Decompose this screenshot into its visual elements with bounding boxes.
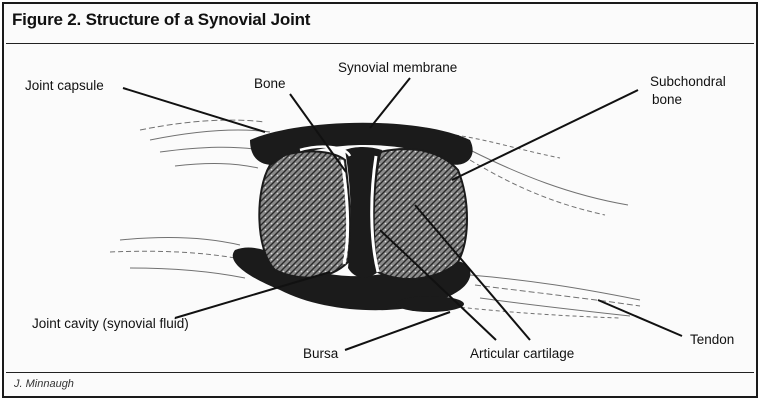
right-bone	[374, 149, 467, 279]
label-bone: Bone	[254, 76, 286, 92]
label-tendon: Tendon	[690, 332, 734, 348]
label-bursa: Bursa	[303, 346, 338, 362]
label-articular-cartilage: Articular cartilage	[470, 346, 574, 362]
bursa-shape	[396, 296, 464, 312]
label-subchondral-line2: bone	[652, 92, 682, 108]
label-synovial-membrane: Synovial membrane	[338, 60, 457, 76]
label-joint-cavity: Joint cavity (synovial fluid)	[32, 316, 189, 332]
label-joint-capsule: Joint capsule	[25, 78, 104, 94]
left-bone	[259, 151, 350, 277]
label-subchondral-line1: Subchondral	[650, 74, 726, 90]
